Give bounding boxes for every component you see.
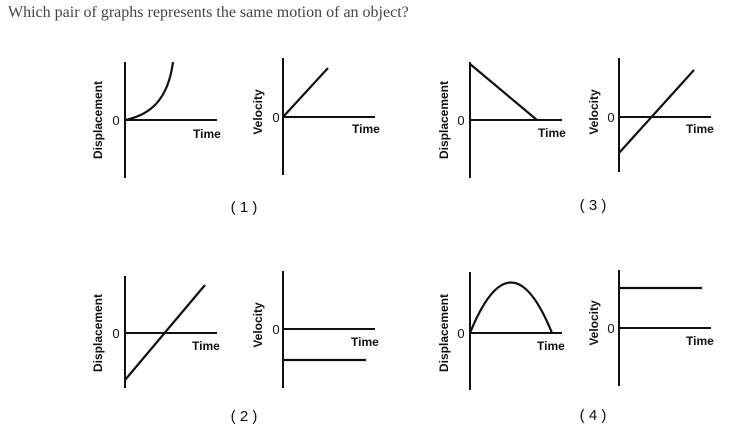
velocity-label: Velocity xyxy=(587,89,601,135)
displacement-label: Displacement xyxy=(91,294,105,372)
option-4-number: ( 4 ) xyxy=(580,407,607,424)
zero-label: 0 xyxy=(457,113,464,128)
displacement-curve xyxy=(468,281,554,334)
time-label: Time xyxy=(686,122,714,136)
displacement-label: Displacement xyxy=(91,81,105,159)
velocity-label: Velocity xyxy=(251,89,265,135)
option-3: 0 Time Displacement 0 Time Velocity ( 3 … xyxy=(437,58,714,214)
velocity-line xyxy=(282,67,329,118)
zero-label: 0 xyxy=(607,110,614,125)
velocity-label: Velocity xyxy=(251,302,265,348)
option-1-number: ( 1 ) xyxy=(231,199,258,216)
option-4-displacement-graph: 0 Time Displacement xyxy=(437,272,565,390)
option-1-displacement-graph: 0 Time Displacement xyxy=(91,61,221,178)
zero-label: 0 xyxy=(112,326,119,341)
option-3-displacement-graph: 0 Time Displacement xyxy=(437,62,566,178)
time-label: Time xyxy=(686,334,714,348)
time-label: Time xyxy=(192,339,220,353)
option-3-number: ( 3 ) xyxy=(580,197,607,214)
question-text: Which pair of graphs represents the same… xyxy=(8,4,409,21)
displacement-label: Displacement xyxy=(437,81,451,159)
displacement-line xyxy=(124,284,206,381)
zero-label: 0 xyxy=(272,322,279,337)
displacement-line xyxy=(469,63,538,121)
option-2: 0 Time Displacement 0 Time Velocity ( 2 … xyxy=(91,271,379,425)
option-2-velocity-graph: 0 Time Velocity xyxy=(251,271,379,388)
option-3-velocity-graph: 0 Time Velocity xyxy=(587,58,714,172)
option-4: 0 Time Displacement 0 Time Velocity ( 4 … xyxy=(437,270,714,424)
zero-label: 0 xyxy=(457,326,464,341)
option-4-velocity-graph: 0 Time Velocity xyxy=(587,270,714,386)
zero-label: 0 xyxy=(112,113,119,128)
zero-label: 0 xyxy=(607,321,614,336)
option-1: 0 Time Displacement 0 Time Velocity ( 1 … xyxy=(91,58,380,216)
time-label: Time xyxy=(538,126,566,140)
displacement-label: Displacement xyxy=(437,294,451,372)
time-label: Time xyxy=(352,122,380,136)
time-label: Time xyxy=(351,335,379,349)
velocity-line xyxy=(618,69,695,154)
velocity-label: Velocity xyxy=(587,300,601,346)
time-label: Time xyxy=(537,339,565,353)
option-2-displacement-graph: 0 Time Displacement xyxy=(91,276,220,388)
zero-label: 0 xyxy=(272,110,279,125)
time-label: Time xyxy=(193,127,221,141)
displacement-curve xyxy=(124,61,175,122)
option-2-number: ( 2 ) xyxy=(231,408,258,425)
option-1-velocity-graph: 0 Time Velocity xyxy=(251,58,380,175)
